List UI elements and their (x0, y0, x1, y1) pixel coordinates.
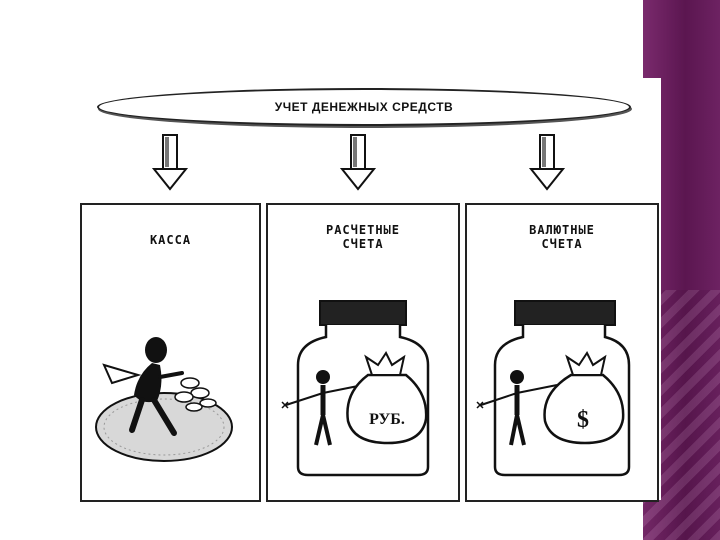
person-figure-icon (281, 370, 364, 446)
panel-label-currency-line2: СЧЕТА (541, 237, 583, 251)
panel-currency-accounts: ВАЛЮТНЫЕ СЧЕТА $ (465, 203, 659, 502)
down-arrow-icon (339, 134, 377, 191)
jar-icon: РУБ. (281, 300, 430, 477)
diagram-title: УЧЕТ ДЕНЕЖНЫХ СРЕДСТВ (274, 100, 454, 114)
person-figure-icon (102, 337, 184, 436)
panel-settlement-accounts: РАСЧЕТНЫЕ СЧЕТА РУБ. (266, 203, 460, 502)
money-bag-icon: $ (543, 351, 625, 445)
down-arrow-icon (528, 134, 566, 191)
panel-label-kassa: КАССА (149, 233, 192, 247)
down-arrow-icon (151, 134, 189, 191)
title-oval: УЧЕТ ДЕНЕЖНЫХ СРЕДСТВ (97, 88, 631, 126)
panel-kassa: КАССА (80, 203, 261, 502)
panel-label-settlement-line2: СЧЕТА (342, 237, 384, 251)
bag-label-dollar: $ (577, 407, 589, 433)
person-figure-icon (476, 370, 558, 446)
panel-label-currency-line1: ВАЛЮТНЫЕ (529, 223, 595, 237)
coin-pile-icon (95, 337, 233, 462)
bag-label-rub: РУБ. (369, 411, 405, 428)
jar-icon: $ (476, 300, 631, 477)
money-bag-icon: РУБ. (346, 351, 428, 445)
panel-label-settlement-line1: РАСЧЕТНЫЕ (325, 223, 401, 237)
